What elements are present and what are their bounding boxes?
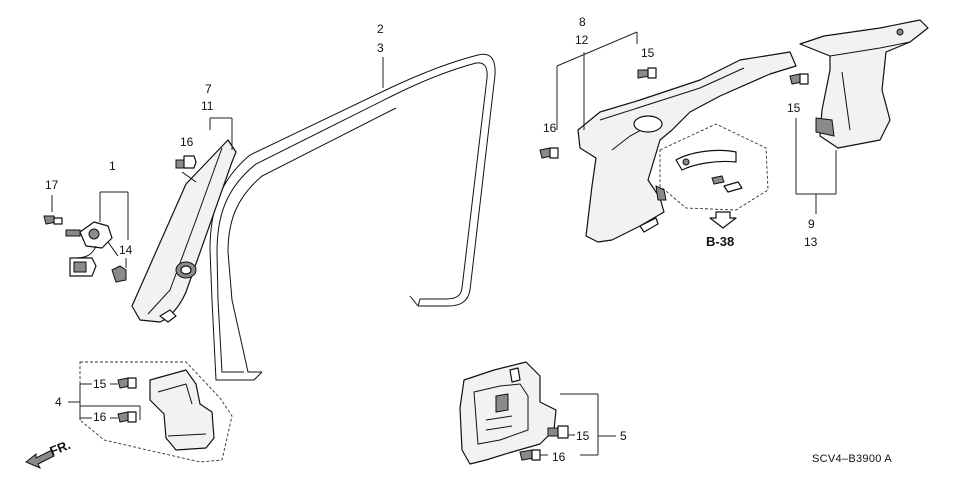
callout-1: 1 — [109, 159, 116, 173]
kick-panel — [149, 369, 215, 451]
callout-2: 2 — [377, 22, 384, 36]
reference-inset — [659, 123, 769, 229]
reference-label: B-38 — [706, 234, 734, 249]
leader-8-12 — [556, 31, 638, 67]
callout-15-center: 15 — [641, 46, 655, 60]
door-weatherstrip — [209, 53, 496, 381]
clip-15-lower — [547, 425, 569, 439]
callout-7: 7 — [205, 82, 212, 96]
clip-15-center — [637, 67, 657, 79]
callout-16-kick: 16 — [93, 410, 107, 424]
rear-pillar-trim — [799, 19, 929, 149]
center-pillar-upper-garnish — [577, 51, 797, 243]
lower-rear-trim — [459, 361, 557, 465]
bolt-17 — [43, 215, 63, 225]
callout-14: 14 — [119, 243, 133, 257]
clip-14 — [111, 265, 127, 283]
callout-15-lower: 15 — [576, 429, 590, 443]
front-pillar-garnish — [131, 139, 237, 323]
clip-15-kick — [117, 377, 137, 389]
callout-8: 8 — [579, 15, 586, 29]
callout-3: 3 — [377, 41, 384, 55]
clip-16-kick — [117, 411, 137, 423]
callout-16-center: 16 — [543, 121, 557, 135]
anchor-assembly — [65, 221, 119, 277]
clip-16-center — [539, 147, 559, 159]
diagram-code: SCV4–B3900 A — [812, 453, 892, 465]
clip-16-pillar — [175, 155, 197, 183]
callout-5: 5 — [620, 429, 627, 443]
callout-16-pillar: 16 — [180, 135, 194, 149]
callout-4: 4 — [55, 395, 62, 409]
callout-13: 13 — [804, 235, 818, 249]
clip-16-lower — [519, 449, 541, 461]
callout-17: 17 — [45, 178, 59, 192]
callout-11: 11 — [201, 99, 214, 113]
kick-panel-callout-box — [79, 361, 233, 463]
clip-15-rear — [789, 73, 809, 85]
callout-12: 12 — [575, 33, 589, 47]
callout-16-lower: 16 — [552, 450, 566, 464]
callout-15-kick: 15 — [93, 377, 107, 391]
direction-label: FR. — [48, 437, 73, 459]
front-direction-arrow-icon — [25, 449, 55, 469]
callout-15-rear: 15 — [787, 101, 801, 115]
callout-9: 9 — [808, 217, 815, 231]
